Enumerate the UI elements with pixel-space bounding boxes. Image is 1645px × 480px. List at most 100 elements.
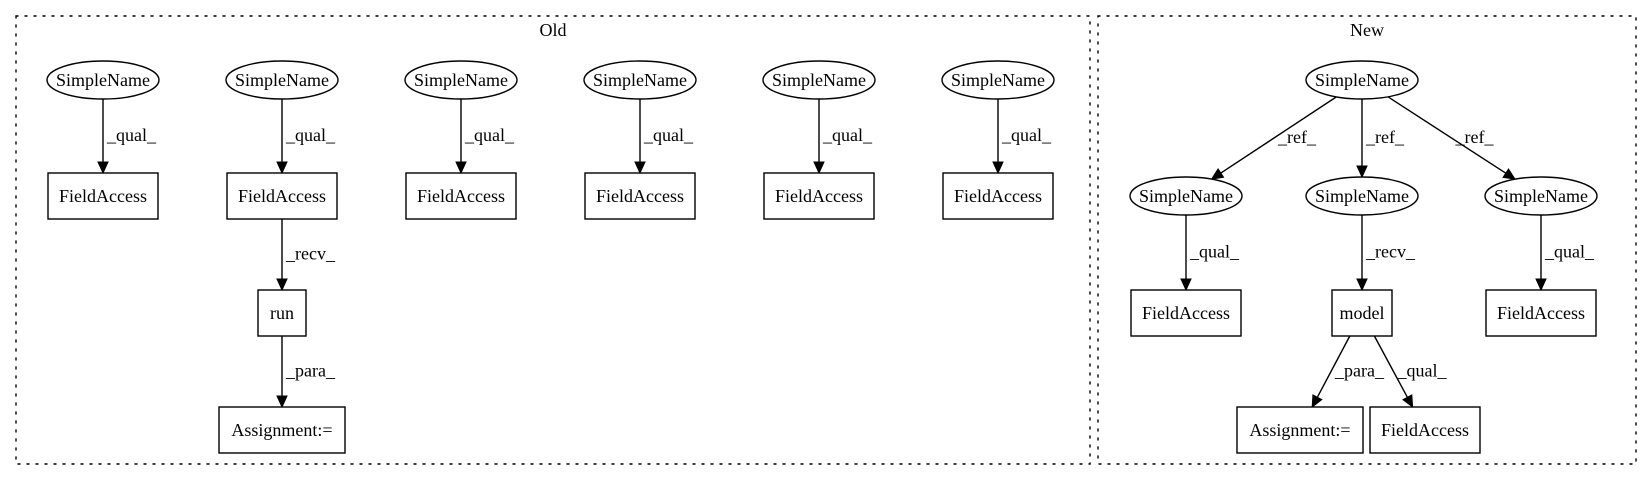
edge-o_sn3-to-o_fa3: _qual_ [455,99,515,175]
edge-arrowhead [1356,165,1368,179]
edge-n_sn3-to-n_fa3: _qual_ [1535,215,1595,292]
edge-o_sn2-to-o_fa2: _qual_ [276,99,336,175]
cluster-old: Old [15,15,1091,465]
edge-arrowhead [992,161,1004,175]
edge-arrowhead [1502,168,1517,180]
node-label: FieldAccess [775,186,863,206]
node-n_sn1: SimpleName [1129,176,1243,216]
edge-n_sn_top-to-n_sn1: _ref_ [1210,96,1337,180]
node-ellipse [1484,176,1598,216]
node-ellipse [1129,176,1243,216]
edge-n_model-to-n_asg: _para_ [1311,335,1385,409]
node-label: SimpleName [414,70,508,90]
edge-label: _ref_ [1455,127,1495,147]
node-label: SimpleName [951,70,1045,90]
edge-n_model-to-n_fa4: _qual_ [1373,335,1447,409]
node-box [1369,406,1481,454]
node-box [226,172,338,220]
node-o_fa2: FieldAccess [226,172,338,220]
edge-label: _para_ [285,361,336,381]
node-label: FieldAccess [1497,303,1585,323]
edge-label: _qual_ [106,125,157,145]
node-box [763,172,875,220]
node-o_sn1: SimpleName [46,60,160,100]
edge-label: _qual_ [643,125,694,145]
edge-o_run-to-o_asg: _para_ [276,336,336,409]
node-box [405,172,517,220]
edge-label: _ref_ [1277,127,1317,147]
edge-label: _qual_ [822,125,873,145]
node-label: model [1340,303,1385,323]
edge-label: _recv_ [285,244,336,264]
node-n_fa1: FieldAccess [1130,289,1242,337]
node-ellipse [225,60,339,100]
node-label: SimpleName [772,70,866,90]
node-box [1485,289,1597,337]
node-label: Assignment:= [231,420,332,440]
node-label: FieldAccess [238,186,326,206]
node-o_fa6: FieldAccess [942,172,1054,220]
node-label: FieldAccess [1381,420,1469,440]
node-label: SimpleName [593,70,687,90]
edge-arrowhead [1180,278,1192,292]
edge-o_sn5-to-o_fa5: _qual_ [813,99,873,175]
edge-label: _qual_ [1001,125,1052,145]
node-o_run: run [257,289,307,337]
cluster-old-title: Old [540,20,567,40]
node-label: run [270,303,294,323]
edge-arrowhead [276,161,288,175]
edge-label: _qual_ [285,125,336,145]
edge-arrowhead [1311,394,1323,409]
node-n_model: model [1331,289,1393,337]
node-label: SimpleName [1315,186,1409,206]
node-label: SimpleName [56,70,150,90]
node-label: SimpleName [1494,186,1588,206]
edge-o_sn1-to-o_fa1: _qual_ [97,99,157,175]
edge-arrowhead [1535,278,1547,292]
node-label: Assignment:= [1249,420,1350,440]
edge-arrowhead [97,161,109,175]
edges-layer: _qual_ _qual_ _qual_ _qual_ _qual_ _qual_ _rec… [97,96,1595,409]
node-box [1236,406,1364,454]
node-box [257,289,307,337]
node-label: SimpleName [235,70,329,90]
node-o_asg: Assignment:= [218,406,346,454]
edge-label: _qual_ [464,125,515,145]
edge-n_sn_top-to-n_sn3: _ref_ [1387,96,1517,180]
node-n_sn_top: SimpleName [1305,60,1419,100]
node-o_sn3: SimpleName [404,60,518,100]
node-o_fa4: FieldAccess [584,172,696,220]
node-box [584,172,696,220]
node-n_asg: Assignment:= [1236,406,1364,454]
cluster-new: New [1097,15,1637,465]
edge-line [1316,335,1351,398]
edge-label: _recv_ [1365,242,1416,262]
edge-arrowhead [813,161,825,175]
node-ellipse [1305,176,1419,216]
node-label: FieldAccess [417,186,505,206]
node-label: FieldAccess [596,186,684,206]
node-ellipse [762,60,876,100]
node-ellipse [404,60,518,100]
node-box [218,406,346,454]
edge-n_sn_top-to-n_sn2: _ref_ [1356,99,1405,179]
node-n_sn2: SimpleName [1305,176,1419,216]
edge-arrowhead [1210,167,1225,180]
node-n_fa4: FieldAccess [1369,406,1481,454]
edge-label: _para_ [1334,361,1385,381]
edge-arrowhead [276,278,288,292]
node-label: FieldAccess [954,186,1042,206]
edge-line [1220,96,1337,174]
node-ellipse [46,60,160,100]
node-label: FieldAccess [1142,303,1230,323]
node-label: SimpleName [1315,70,1409,90]
edge-o_sn6-to-o_fa6: _qual_ [992,99,1052,175]
node-o_fa3: FieldAccess [405,172,517,220]
node-o_sn4: SimpleName [583,60,697,100]
cluster-new-title: New [1350,20,1384,40]
edge-o_fa2-to-o_run: _recv_ [276,219,336,292]
node-label: FieldAccess [59,186,147,206]
edge-line [1373,335,1409,398]
